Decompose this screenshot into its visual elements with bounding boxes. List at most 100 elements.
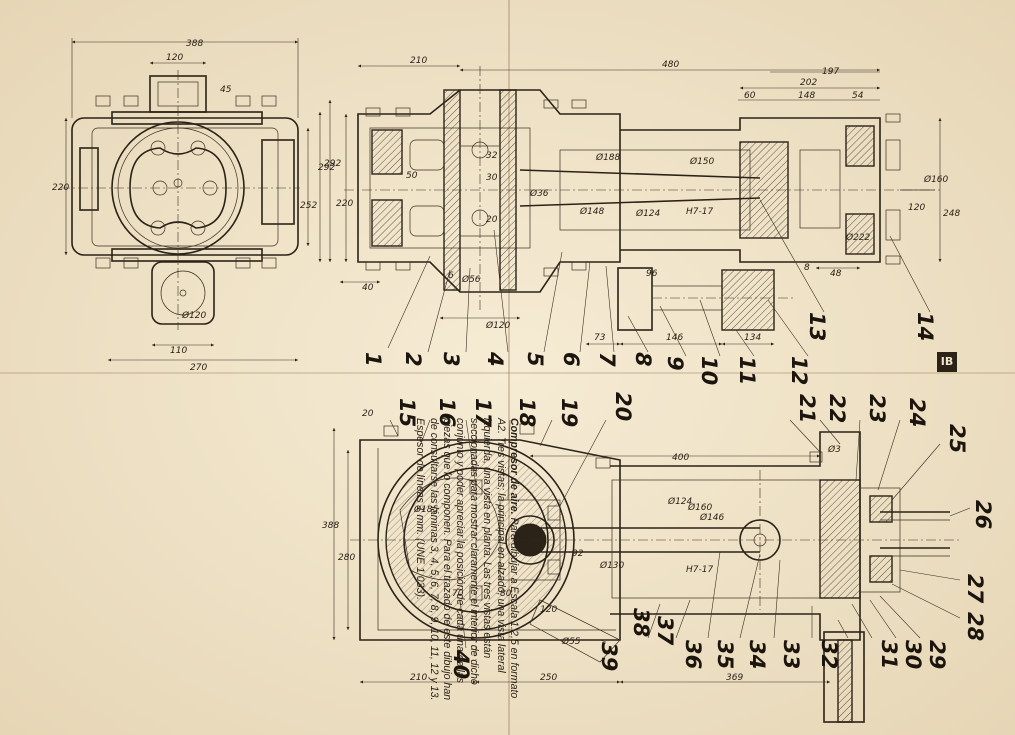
dim-388f: 388 xyxy=(322,521,339,531)
dim-d36: Ø36 xyxy=(529,188,549,199)
dim-292: 292 xyxy=(324,159,341,169)
dim-54: 54 xyxy=(852,91,864,101)
part-20: 20 xyxy=(611,392,635,421)
part-2: 2 xyxy=(401,352,425,367)
dim-50: 50 xyxy=(406,171,418,181)
dim-148: 148 xyxy=(798,91,815,101)
part-3: 3 xyxy=(439,352,463,367)
dim-d130: Ø130 xyxy=(599,560,625,571)
dim-210: 210 xyxy=(410,56,427,66)
dim-d222: Ø222 xyxy=(845,232,871,243)
part-19: 19 xyxy=(557,398,581,427)
dim-92: 92 xyxy=(572,549,584,559)
part-11: 11 xyxy=(735,356,759,385)
dim-220: 220 xyxy=(52,183,69,193)
dim-146: 146 xyxy=(666,333,683,343)
dim-292b: 292 xyxy=(318,163,335,173)
part-21: 21 xyxy=(795,394,819,423)
fold-line-horizontal xyxy=(0,372,1015,374)
dim-252: 252 xyxy=(300,201,317,211)
dim-6: 6 xyxy=(448,271,454,281)
dim-202: 202 xyxy=(800,78,817,88)
dim-d160f: Ø160 xyxy=(687,502,713,513)
dim-8: 8 xyxy=(804,263,810,273)
part-35: 35 xyxy=(713,640,737,669)
dim-96: 96 xyxy=(646,269,658,279)
part-17: 17 xyxy=(471,398,495,428)
dim-197: 197 xyxy=(822,67,839,77)
dim-d3: Ø3 xyxy=(827,444,841,455)
dim-d56: Ø56 xyxy=(461,274,481,285)
front-view: 20 388 280 Ø185 400 Ø146 Ø160 Ø124 H7-17… xyxy=(322,392,995,723)
dim-280: 280 xyxy=(338,553,355,563)
dim-120f: 120 xyxy=(540,605,557,615)
dim-73: 73 xyxy=(594,333,606,343)
part-40: 40 xyxy=(449,649,473,679)
part-37: 37 xyxy=(653,616,677,646)
part-16: 16 xyxy=(435,398,459,427)
part-15: 15 xyxy=(395,398,419,427)
dim-80: 80 xyxy=(500,589,512,599)
dim-d160: Ø160 xyxy=(923,174,949,185)
part-31: 31 xyxy=(877,640,901,669)
part-36: 36 xyxy=(681,640,705,669)
dim-400: 400 xyxy=(672,453,689,463)
dim-d188: Ø188 xyxy=(595,152,621,163)
part-39: 39 xyxy=(597,642,621,671)
caption-title: Compresor de aire. xyxy=(508,418,520,515)
dim-248: 248 xyxy=(943,209,960,219)
part-32: 32 xyxy=(817,640,841,669)
part-7: 7 xyxy=(595,352,619,367)
part-8: 8 xyxy=(631,352,655,367)
dim-369: 369 xyxy=(726,673,743,683)
part-25: 25 xyxy=(945,424,969,453)
part-22: 22 xyxy=(825,394,849,423)
publisher-logo: IB xyxy=(937,352,957,372)
dim-134: 134 xyxy=(744,333,761,343)
top-view: 210 480 197 202 60 148 54 292 220 50 32 … xyxy=(318,56,960,385)
part-9: 9 xyxy=(663,356,687,371)
part-4: 4 xyxy=(483,351,507,367)
part-28: 28 xyxy=(963,612,987,641)
part-18: 18 xyxy=(515,398,539,427)
part-27: 27 xyxy=(963,574,987,604)
part-12: 12 xyxy=(787,356,811,385)
dim-70: 70 xyxy=(452,589,464,599)
dim-30: 30 xyxy=(486,173,498,183)
part-38: 38 xyxy=(629,608,653,637)
part-33: 33 xyxy=(779,640,803,669)
dim-d146: Ø146 xyxy=(699,512,725,523)
dim-d55: Ø55 xyxy=(561,636,581,647)
part-10: 10 xyxy=(697,356,721,385)
dim-480: 480 xyxy=(662,60,679,70)
part-5: 5 xyxy=(523,352,547,367)
dim-d185: Ø185 xyxy=(413,504,439,515)
dim-250: 250 xyxy=(540,673,557,683)
dim-d120b: Ø120 xyxy=(485,320,511,331)
dim-d120: Ø120 xyxy=(181,310,207,321)
dim-20: 20 xyxy=(486,215,498,225)
part-6: 6 xyxy=(559,352,583,367)
dim-220b: 220 xyxy=(336,199,353,209)
dim-270: 270 xyxy=(190,363,207,373)
dim-210f: 210 xyxy=(410,673,427,683)
dim-48: 48 xyxy=(830,269,842,279)
part-34: 34 xyxy=(745,640,769,669)
dim-120: 120 xyxy=(166,53,183,63)
dim-32: 32 xyxy=(486,151,498,161)
part-1: 1 xyxy=(361,352,385,367)
dim-d124f: Ø124 xyxy=(667,496,693,507)
dim-40: 40 xyxy=(362,283,374,293)
dim-60: 60 xyxy=(744,91,756,101)
caption-block: Compresor de aire. Para dibujar a Escala… xyxy=(413,418,520,708)
dim-120b: 120 xyxy=(908,203,925,213)
dim-d124: Ø124 xyxy=(635,208,661,219)
dim-h7f: H7-17 xyxy=(686,565,713,575)
part-14: 14 xyxy=(913,312,937,341)
fold-line-vertical xyxy=(508,0,510,735)
dim-388: 388 xyxy=(186,39,203,49)
caption-text: Para dibujar a Escala 1:2,5 en formato A… xyxy=(414,418,520,701)
dim-d150: Ø150 xyxy=(689,156,715,167)
